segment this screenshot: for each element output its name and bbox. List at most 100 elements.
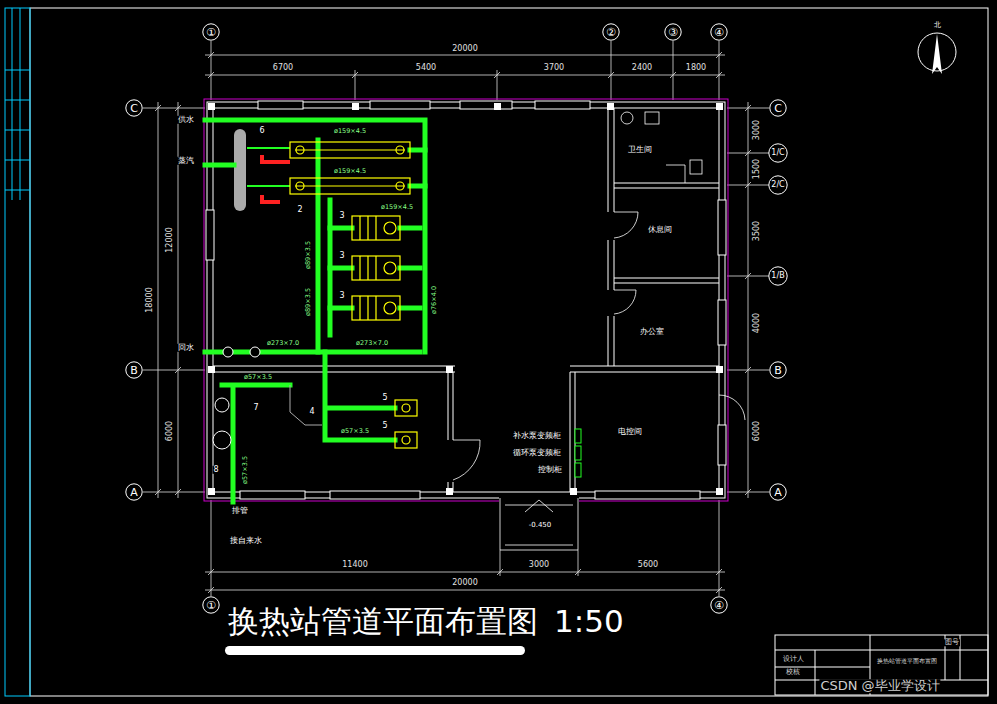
north-arrow <box>918 33 956 74</box>
pipe-size: ø57×3.5 <box>340 428 370 435</box>
pipe-size: ø57×3.5 <box>243 374 273 381</box>
door-openings <box>446 212 616 502</box>
node-text: ① <box>206 600 216 611</box>
axis-bubble: ③ <box>664 23 682 41</box>
pipe-name: 接自来水 <box>229 537 263 545</box>
aux-line <box>290 385 322 425</box>
node-text: 办公室 <box>640 327 664 336</box>
axis-bubble: B <box>769 361 787 379</box>
dimension: 3700 <box>543 64 565 72</box>
node-text: 卫生间 <box>628 145 652 154</box>
node-text: ③ <box>668 27 678 38</box>
sanitary-fixtures <box>621 112 702 183</box>
dimension: 18000 <box>146 286 154 313</box>
node-text: 1/C <box>771 149 784 157</box>
cabinet-name: 循环泵变频柜 <box>512 449 562 457</box>
axis-bubble: ② <box>602 23 620 41</box>
axis-bubble: 1/B <box>768 266 788 286</box>
node-text: ② <box>606 27 616 38</box>
bubble-circle <box>126 484 142 500</box>
room-label: 办公室 <box>638 326 666 338</box>
callout-number: 2 <box>296 206 303 214</box>
bubble-circle <box>711 597 727 613</box>
pipe-size: ø76×4.0 <box>431 285 438 315</box>
bubble-circle <box>203 24 219 40</box>
axis-bubble: A <box>125 483 143 501</box>
callout-number: 6 <box>258 127 265 135</box>
node-text: ④ <box>714 27 724 38</box>
branch-pipes <box>247 148 290 186</box>
title-block-cell: 图号 <box>944 639 960 646</box>
cabinet-name: 控制柜 <box>537 466 563 474</box>
callout-number: 7 <box>252 404 259 412</box>
pipe-size: ø159×4.5 <box>333 128 367 135</box>
bubble-circle <box>770 100 786 116</box>
dimension: 20000 <box>451 579 478 587</box>
scale: 1:50 <box>553 604 625 640</box>
bubble-circle <box>665 24 681 40</box>
bubble-circle <box>770 484 786 500</box>
dimension: 3000 <box>753 119 761 141</box>
bubble-circle <box>203 597 219 613</box>
door-swings <box>453 212 745 550</box>
pipes <box>205 120 425 502</box>
dimension: 6700 <box>272 64 294 72</box>
axis-bubble: ① <box>202 23 220 41</box>
bubble-circle <box>711 24 727 40</box>
node-text: B <box>774 365 782 376</box>
dimension: 5400 <box>415 64 437 72</box>
node-text: A <box>774 487 782 498</box>
pipe-size: ø159×4.5 <box>333 168 367 175</box>
axis-bubble: 1/C <box>768 143 788 163</box>
sheet-frame <box>30 8 988 696</box>
title-underline <box>225 646 525 655</box>
callout-number: 5 <box>381 422 388 430</box>
drawing-title: 换热站管道平面布置图 <box>228 604 538 640</box>
dimension: 3000 <box>528 561 550 569</box>
dimension: 1800 <box>685 64 707 72</box>
building-outline <box>204 99 728 501</box>
callout-number: 5 <box>381 394 388 402</box>
dimension-lines <box>143 41 769 596</box>
cabinet-name: 补水泵变频柜 <box>512 432 562 440</box>
title-block <box>775 635 988 695</box>
dimension: 11400 <box>341 561 368 569</box>
pipe-size: ø273×7.0 <box>266 340 300 347</box>
dimension: 4000 <box>753 312 761 334</box>
pipe-size: ø89×3.5 <box>305 240 312 270</box>
bubble-circle <box>769 267 787 285</box>
dimension: 5600 <box>637 561 659 569</box>
node-text: ④ <box>714 600 724 611</box>
bubble-circle <box>603 24 619 40</box>
pipe-size: ø159×4.5 <box>380 204 414 211</box>
dimension: 3500 <box>753 220 761 242</box>
bubble-circle <box>769 144 787 162</box>
bubble-circle <box>770 362 786 378</box>
dimension: 6000 <box>753 420 761 442</box>
title-block-cell: 校核 <box>785 669 801 676</box>
room-label: 卫生间 <box>626 144 654 156</box>
axis-bubble: C <box>125 99 143 117</box>
callout-number: 3 <box>338 252 345 260</box>
pipe-size: ø273×7.0 <box>355 340 389 347</box>
title-block-cell: 设计人 <box>782 656 805 663</box>
callout-number: 3 <box>338 292 345 300</box>
bubble-circle <box>769 176 787 194</box>
pipe-name: 蒸汽 <box>177 157 195 165</box>
pipe-size: ø89×3.5 <box>305 287 312 317</box>
node-text: 电控间 <box>618 427 642 436</box>
pipe-size: ø57×3.5 <box>242 455 249 485</box>
north-mark: 北 <box>933 22 942 29</box>
callout-number: 4 <box>308 408 315 416</box>
dimension: 20000 <box>451 45 478 53</box>
node-text: A <box>130 487 138 498</box>
room-label: 休息间 <box>646 224 674 236</box>
node-text: ① <box>206 27 216 38</box>
side-strip <box>5 8 30 696</box>
watermark: CSDN @毕业学设计 <box>819 679 940 693</box>
axis-bubble: B <box>125 361 143 379</box>
node-text: 休息间 <box>648 225 672 234</box>
elevation: -0.450 <box>528 522 553 529</box>
dimension: 1500 <box>753 158 761 180</box>
